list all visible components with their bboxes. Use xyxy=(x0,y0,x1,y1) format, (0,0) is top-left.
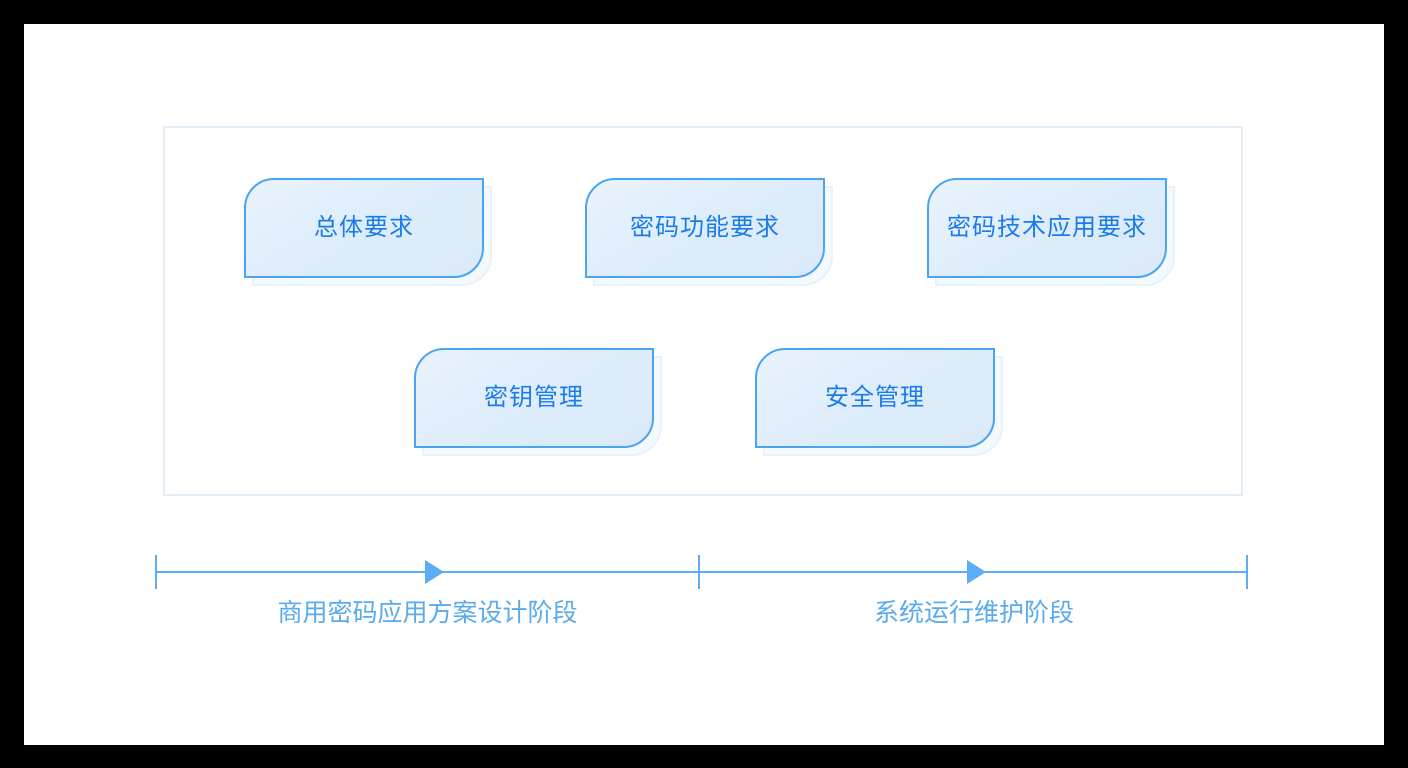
card-crypto-function-requirements[interactable]: 密码功能要求 xyxy=(585,178,833,286)
card-face[interactable]: 密码功能要求 xyxy=(585,178,825,278)
timeline-tick-end xyxy=(1246,555,1248,589)
timeline-arrow-icon-1 xyxy=(425,560,444,584)
timeline-tick-start xyxy=(155,555,157,589)
card-label: 总体要求 xyxy=(314,214,414,241)
card-security-management[interactable]: 安全管理 xyxy=(755,348,1003,456)
figure-canvas: 总体要求 密码功能要求 密码技术应用要求 密钥管理 xyxy=(24,24,1384,745)
requirements-panel: 总体要求 密码功能要求 密码技术应用要求 密钥管理 xyxy=(163,126,1243,496)
timeline-label-design-phase: 商用密码应用方案设计阶段 xyxy=(277,599,578,627)
card-label: 密码功能要求 xyxy=(630,214,780,241)
timeline-arrow-icon-2 xyxy=(967,560,986,584)
card-key-management[interactable]: 密钥管理 xyxy=(414,348,662,456)
timeline-axis-line xyxy=(155,571,1248,573)
card-face[interactable]: 总体要求 xyxy=(244,178,484,278)
card-row-top: 总体要求 密码功能要求 密码技术应用要求 xyxy=(165,178,1241,286)
timeline-label-operation-phase: 系统运行维护阶段 xyxy=(873,599,1074,627)
card-label: 密码技术应用要求 xyxy=(947,214,1147,241)
card-face[interactable]: 密钥管理 xyxy=(414,348,654,448)
card-label: 安全管理 xyxy=(825,384,925,411)
card-row-bottom: 密钥管理 安全管理 xyxy=(165,348,1241,456)
card-label: 密钥管理 xyxy=(484,384,584,411)
card-overall-requirements[interactable]: 总体要求 xyxy=(244,178,492,286)
card-crypto-technology-application-requirements[interactable]: 密码技术应用要求 xyxy=(927,178,1175,286)
timeline-tick-middle xyxy=(698,555,700,589)
phase-timeline: 商用密码应用方案设计阶段 系统运行维护阶段 xyxy=(155,549,1248,669)
card-face[interactable]: 安全管理 xyxy=(755,348,995,448)
card-face[interactable]: 密码技术应用要求 xyxy=(927,178,1167,278)
